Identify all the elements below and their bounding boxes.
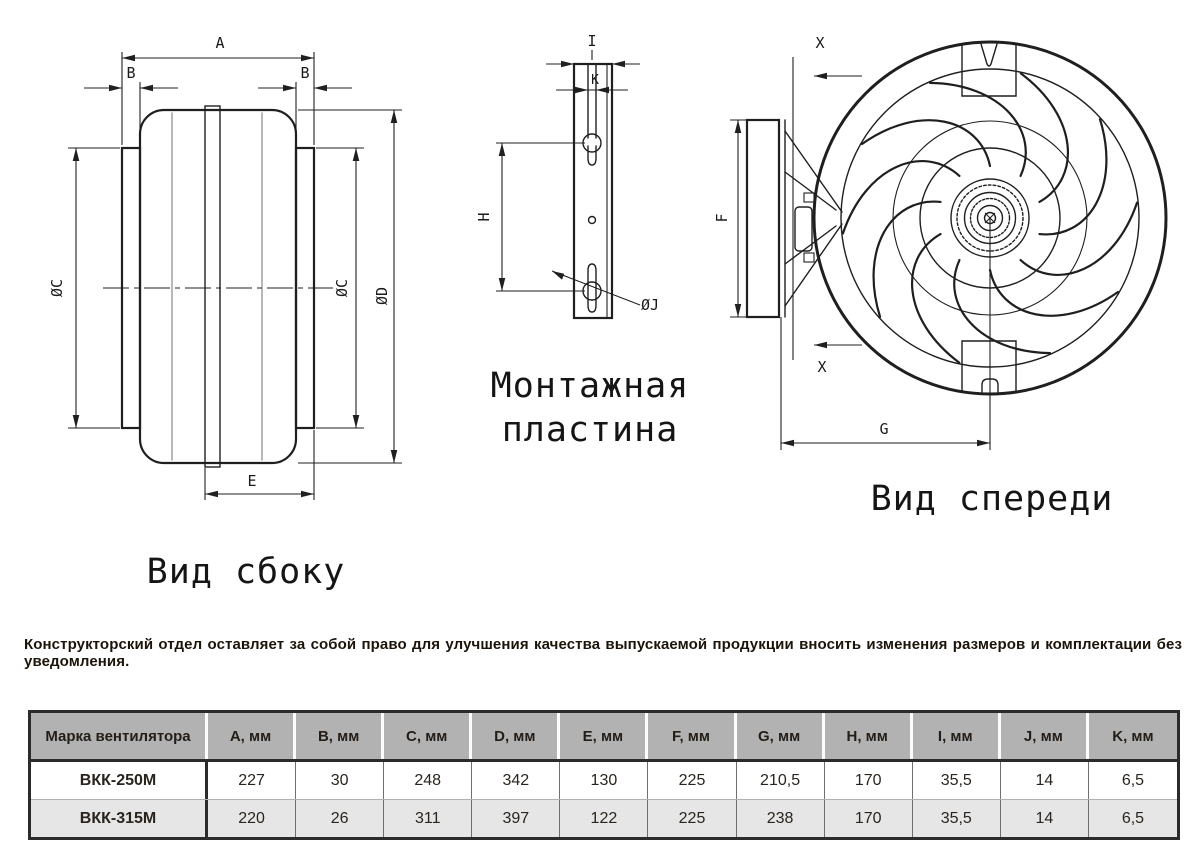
table-header-row: Марка вентилятора A, мм B, мм C, мм D, м… xyxy=(31,713,1177,762)
column-header-h: H, мм xyxy=(825,713,913,759)
dimension-value: 122 xyxy=(560,800,649,837)
plate-edge-view xyxy=(745,118,781,319)
dim-label-b-left: B xyxy=(126,64,135,82)
dimension-value: 311 xyxy=(384,800,473,837)
clamp-band xyxy=(204,105,221,468)
table-row: ВКК-315М 220 26 311 397 122 225 238 170 … xyxy=(31,800,1177,837)
dim-label-e: E xyxy=(247,472,256,490)
column-header-k: K, мм xyxy=(1112,727,1154,745)
column-header-e: E, мм xyxy=(560,713,649,759)
dimensions-table: Марка вентилятора A, мм B, мм C, мм D, м… xyxy=(28,710,1180,840)
column-header-c: C, мм xyxy=(384,713,473,759)
front-view: X X F G Вид спереди xyxy=(713,34,1168,519)
dimension-value: 30 xyxy=(296,762,385,799)
disclaimer-text: Конструкторский отдел оставляет за собой… xyxy=(24,636,1182,670)
dim-label-j: ØJ xyxy=(641,296,659,314)
column-header-f: F, мм xyxy=(648,713,737,759)
table-row: ВКК-250М 227 30 248 342 130 225 210,5 17… xyxy=(31,762,1177,800)
dimension-value: 6,5 xyxy=(1121,809,1145,827)
fan-model: ВКК-315М xyxy=(31,800,208,837)
mounting-plate-outline xyxy=(572,62,614,320)
dimension-value: 26 xyxy=(296,800,385,837)
dimension-value: 238 xyxy=(737,800,825,837)
dim-label-f: F xyxy=(713,213,731,222)
column-header-model: Марка вентилятора xyxy=(31,713,208,759)
column-header-i: I, мм xyxy=(913,713,1001,759)
dimension-value: 14 xyxy=(1001,800,1089,837)
mounting-plate-view: I K H ØJ Монтажная пластина xyxy=(475,32,690,450)
side-view: A B B ØC ØC ØD xyxy=(48,34,402,592)
dimension-value: 342 xyxy=(472,762,561,799)
fan-body-outline xyxy=(138,108,298,465)
dim-label-x-bottom: X xyxy=(817,358,826,376)
junction-box xyxy=(794,206,813,252)
technical-drawing: A B B ØC ØC ØD xyxy=(48,32,1168,592)
dimension-value: 210,5 xyxy=(737,762,825,799)
dim-label-c-right: ØC xyxy=(333,279,351,297)
dim-label-g: G xyxy=(879,420,888,438)
dimension-value: 130 xyxy=(560,762,649,799)
dim-label-h: H xyxy=(475,212,493,221)
slot-hole xyxy=(582,133,602,153)
fan-model: ВКК-250М xyxy=(31,762,208,799)
dimension-value: 35,5 xyxy=(913,800,1001,837)
column-header-j: J, мм xyxy=(1001,713,1089,759)
dimension-value: 170 xyxy=(825,800,913,837)
column-header-b: B, мм xyxy=(296,713,385,759)
dim-label-c-left: ØC xyxy=(48,279,66,297)
dimension-value: 225 xyxy=(648,762,737,799)
center-hole xyxy=(587,215,597,225)
column-header-g: G, мм xyxy=(737,713,825,759)
dimension-value: 170 xyxy=(825,762,913,799)
dimension-value: 14 xyxy=(1001,762,1089,799)
bracket-tab xyxy=(803,252,815,263)
dim-label-d: ØD xyxy=(373,287,391,305)
dimension-value: 220 xyxy=(208,800,297,837)
dimension-value: 6,5 xyxy=(1121,771,1145,789)
column-header-d: D, мм xyxy=(472,713,561,759)
dimension-value: 35,5 xyxy=(913,762,1001,799)
dim-label-i: I xyxy=(587,32,596,50)
dim-label-a: A xyxy=(215,34,224,52)
keyhole-notch xyxy=(980,43,998,67)
dim-label-b-right: B xyxy=(300,64,309,82)
dimension-value: 227 xyxy=(208,762,297,799)
mounting-plate-title-line1: Монтажная xyxy=(491,366,690,406)
front-view-title: Вид спереди xyxy=(871,479,1114,519)
top-mounting-tab xyxy=(961,43,1017,97)
dimension-value: 248 xyxy=(384,762,473,799)
bottom-mounting-tab xyxy=(961,340,1017,393)
dim-label-k: K xyxy=(591,73,599,88)
mounting-plate-title-line2: пластина xyxy=(502,410,679,450)
slot-hole xyxy=(582,281,602,301)
dimension-value: 225 xyxy=(648,800,737,837)
dim-label-x-top: X xyxy=(815,34,824,52)
bracket-tab xyxy=(803,192,815,203)
side-view-title: Вид сбоку xyxy=(147,552,346,592)
column-header-a: A, мм xyxy=(208,713,297,759)
dimension-value: 397 xyxy=(472,800,561,837)
